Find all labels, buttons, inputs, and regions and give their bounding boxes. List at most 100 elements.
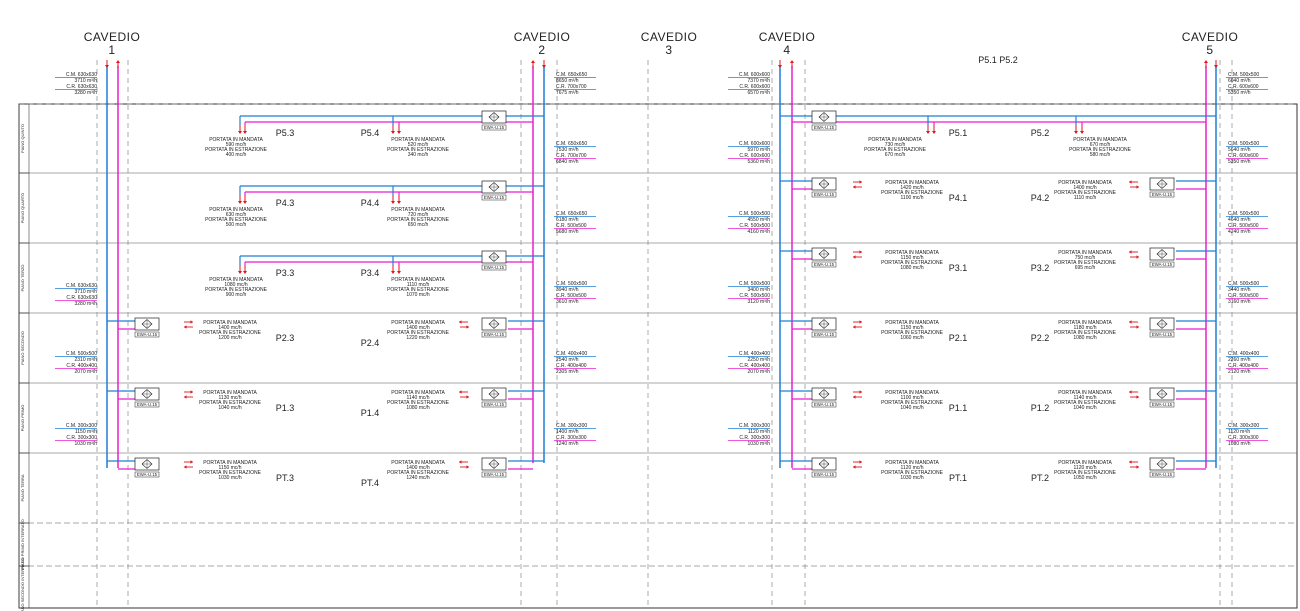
flow-arrow-icon [853, 255, 862, 259]
flow-arrow-icon [853, 325, 862, 329]
heat-recovery-unit[interactable]: EWA-U.15 [481, 457, 507, 478]
flow-value: PORTATA IN MANDATA [391, 390, 445, 396]
floor-label: PIANO QUINTO [20, 124, 25, 153]
heat-recovery-unit[interactable]: EWA-U.15 [811, 247, 837, 268]
heat-recovery-unit[interactable]: EWA-U.15 [811, 457, 837, 478]
heat-recovery-unit[interactable]: EWA-U.15 [811, 387, 837, 408]
flow-value: 695 mc/h [1075, 265, 1096, 271]
heat-recovery-unit[interactable]: EWA-U.15 [481, 387, 507, 408]
heat-recovery-unit[interactable]: EWA-U.15 [134, 457, 160, 478]
cavedio-number: 3 [665, 43, 672, 57]
unit-label: P3.2 [1031, 263, 1050, 273]
flow-value: PORTATA IN ESTRAZIONE [1054, 470, 1117, 476]
flow-value: PORTATA IN ESTRAZIONE [1069, 147, 1132, 153]
top-note: P5.1 P5.2 [978, 55, 1018, 65]
unit-label: P5.4 [361, 128, 380, 138]
heat-recovery-unit[interactable]: EWA-U.15 [481, 110, 507, 131]
flow-value: PORTATA IN ESTRAZIONE [1054, 190, 1117, 196]
down-arrow-icon [391, 126, 395, 134]
flow-value: 630 mc/h [226, 212, 247, 218]
duct-cr: C.R. 630x630 [66, 84, 97, 90]
duct-q1: 3400 m³/h [747, 287, 770, 293]
heat-recovery-unit[interactable]: EWA-U.15 [481, 180, 507, 201]
heat-recovery-unit[interactable]: EWA-U.15 [1149, 317, 1175, 338]
heat-recovery-unit[interactable]: EWA-U.15 [1149, 247, 1175, 268]
flow-value: PORTATA IN MANDATA [868, 137, 922, 143]
flow-arrow-icon [184, 390, 193, 394]
exhaust-arrow-icon [1204, 60, 1208, 68]
heat-recovery-unit[interactable]: EWA-U.15 [811, 317, 837, 338]
duct-cm: C.M. 500x500 [739, 281, 770, 287]
heat-recovery-unit[interactable]: EWA-U.15 [134, 317, 160, 338]
duct-cm: C.M. 500x500 [66, 351, 97, 357]
flow-value: 1400 mc/h [218, 325, 242, 331]
supply-arrow-icon [105, 60, 109, 68]
unit-label: P3.1 [949, 263, 968, 273]
flow-value: 1150 mc/h [901, 255, 924, 261]
flow-arrow-icon [460, 395, 469, 399]
floor-label: PIANO QUARTO [20, 193, 25, 224]
flow-arrow-icon [1130, 325, 1139, 329]
flow-value: PORTATA IN MANDATA [1058, 250, 1112, 256]
flow-value: PORTATA IN ESTRAZIONE [199, 330, 262, 336]
flow-value: 1100 mc/h [901, 195, 924, 201]
flow-value: PORTATA IN MANDATA [1058, 390, 1112, 396]
unit-label: P2.3 [276, 333, 295, 343]
flow-value: 1140 mc/h [1074, 395, 1097, 401]
heat-recovery-unit[interactable]: EWA-U.15 [1149, 387, 1175, 408]
flow-value: 900 mc/h [226, 292, 247, 298]
exhaust-arrow-icon [116, 60, 120, 68]
flow-value: 1120 mc/h [1074, 465, 1097, 471]
duct-cr: C.R. 500x500 [556, 293, 587, 299]
flow-arrow-icon [460, 465, 469, 469]
flow-arrow-icon [1129, 460, 1138, 464]
flow-value: 720 mc/h [408, 212, 429, 218]
duct-cr: C.R. 500x500 [1228, 223, 1259, 229]
duct-cr: C.R. 600x600 [1228, 84, 1259, 90]
exhaust-arrow-icon [531, 60, 535, 68]
unit-tag: EWA-U.15 [484, 195, 505, 200]
flow-value: 1130 mc/h [219, 395, 242, 401]
duct-q2: 6570 m³/h [747, 90, 770, 96]
duct-cm: C.M. 400x400 [739, 351, 770, 357]
heat-recovery-unit[interactable]: EWA-U.15 [481, 250, 507, 271]
down-arrow-icon [243, 196, 247, 204]
flow-arrow-icon [1129, 180, 1138, 184]
duct-cr: C.R. 400x400 [66, 363, 97, 369]
flow-arrow-icon [1129, 250, 1138, 254]
heat-recovery-unit[interactable]: EWA-U.15 [1149, 457, 1175, 478]
duct-q1: 2310 m³/h [74, 357, 97, 363]
flow-value: 1080 mc/h [900, 265, 924, 271]
flow-value: PORTATA IN ESTRAZIONE [205, 287, 268, 293]
flow-value: PORTATA IN MANDATA [203, 320, 257, 326]
heat-recovery-unit[interactable]: EWA-U.15 [481, 317, 507, 338]
flow-value: PORTATA IN MANDATA [391, 320, 445, 326]
heat-recovery-unit[interactable]: EWA-U.15 [811, 110, 837, 131]
heat-recovery-unit[interactable]: EWA-U.15 [1149, 177, 1175, 198]
flow-value: 1110 mc/h [407, 282, 430, 288]
down-arrow-icon [397, 266, 401, 274]
duct-cr: C.R. 600x600 [739, 153, 770, 159]
duct-q2: 1030 m³/h [74, 441, 97, 447]
unit-tag: EWA-U.15 [484, 472, 505, 477]
duct-cm: C.M. 500x500 [1228, 72, 1259, 78]
duct-q2: 2070 m³/h [747, 369, 770, 375]
heat-recovery-unit[interactable]: EWA-U.15 [811, 177, 837, 198]
heat-recovery-unit[interactable]: EWA-U.15 [134, 387, 160, 408]
duct-q2: 1080 m³/h [1228, 441, 1251, 447]
unit-label: P2.4 [361, 338, 380, 348]
duct-q1: 5970 m³/h [747, 147, 770, 153]
duct-q1: 4640 m³/h [1228, 217, 1251, 223]
duct-q2: 1030 m³/h [747, 441, 770, 447]
duct-cm: C.M. 400x400 [556, 351, 587, 357]
